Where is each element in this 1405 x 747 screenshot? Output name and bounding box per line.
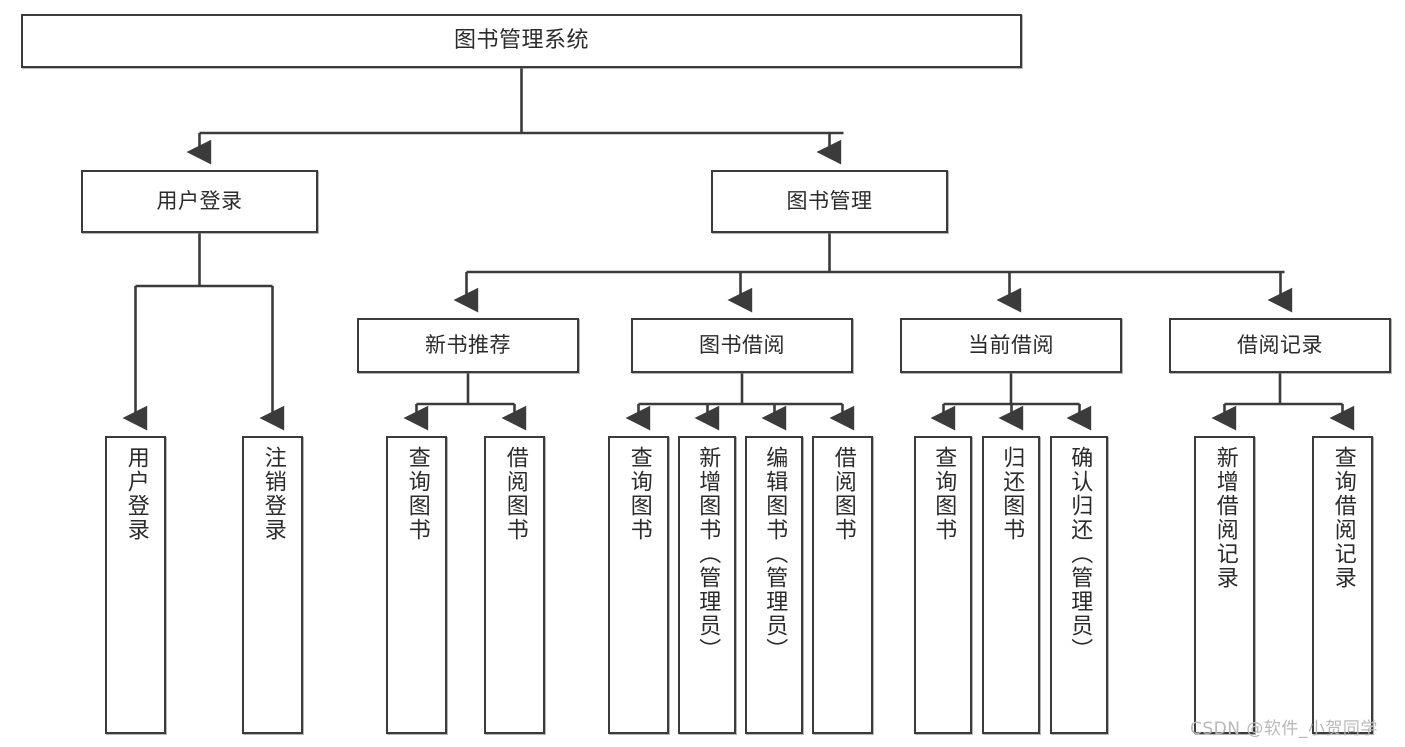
node-leaf-query-book-2[interactable]: 查询图书: [608, 436, 669, 734]
node-label: 图书借阅: [699, 333, 785, 358]
node-leaf-query-record[interactable]: 查询借阅记录: [1312, 436, 1373, 734]
node-label: 归还图书: [999, 446, 1025, 542]
node-label: 确认归还（管理员）: [1067, 446, 1093, 662]
node-leaf-logout[interactable]: 注销登录: [242, 436, 303, 734]
node-label: 图书管理: [786, 189, 873, 214]
node-book-borrow[interactable]: 图书借阅: [631, 318, 853, 373]
node-label: 新书推荐: [425, 333, 511, 358]
node-label: 新增图书（管理员）: [695, 446, 721, 662]
node-leaf-add-record[interactable]: 新增借阅记录: [1194, 436, 1255, 734]
node-label: 查询图书: [931, 446, 957, 542]
node-label: 新增借阅记录: [1212, 446, 1238, 590]
node-book-manage[interactable]: 图书管理: [711, 170, 948, 233]
node-leaf-query-book-1[interactable]: 查询图书: [386, 436, 447, 734]
node-leaf-borrow-book-2[interactable]: 借阅图书: [812, 436, 873, 734]
node-leaf-query-book-3[interactable]: 查询图书: [914, 436, 972, 734]
node-current-borrow[interactable]: 当前借阅: [900, 318, 1122, 373]
node-user-login[interactable]: 用户登录: [81, 170, 318, 233]
node-new-book-rec[interactable]: 新书推荐: [357, 318, 579, 373]
node-label: 查询图书: [626, 446, 652, 542]
node-leaf-add-book[interactable]: 新增图书（管理员）: [678, 436, 736, 734]
node-label: 当前借阅: [968, 333, 1054, 358]
node-root[interactable]: 图书管理系统: [21, 14, 1022, 68]
node-leaf-user-login[interactable]: 用户登录: [105, 436, 166, 734]
node-label: 用户登录: [156, 189, 243, 214]
node-label: 借阅图书: [830, 446, 856, 542]
node-leaf-return-book[interactable]: 归还图书: [982, 436, 1040, 734]
node-leaf-borrow-book-1[interactable]: 借阅图书: [484, 436, 545, 734]
node-label: 编辑图书（管理员）: [762, 446, 788, 662]
node-label: 查询图书: [404, 446, 430, 542]
node-label: 借阅图书: [502, 446, 528, 542]
node-leaf-edit-book[interactable]: 编辑图书（管理员）: [745, 436, 803, 734]
watermark-text: CSDN @软件_小贺同学: [1190, 719, 1378, 739]
node-borrow-record[interactable]: 借阅记录: [1169, 318, 1391, 373]
node-label: 借阅记录: [1237, 333, 1323, 358]
node-label: 用户登录: [123, 446, 149, 542]
node-label: 图书管理系统: [453, 28, 589, 54]
node-leaf-confirm-return[interactable]: 确认归还（管理员）: [1050, 436, 1108, 734]
node-label: 查询借阅记录: [1330, 446, 1356, 590]
node-label: 注销登录: [260, 446, 286, 542]
